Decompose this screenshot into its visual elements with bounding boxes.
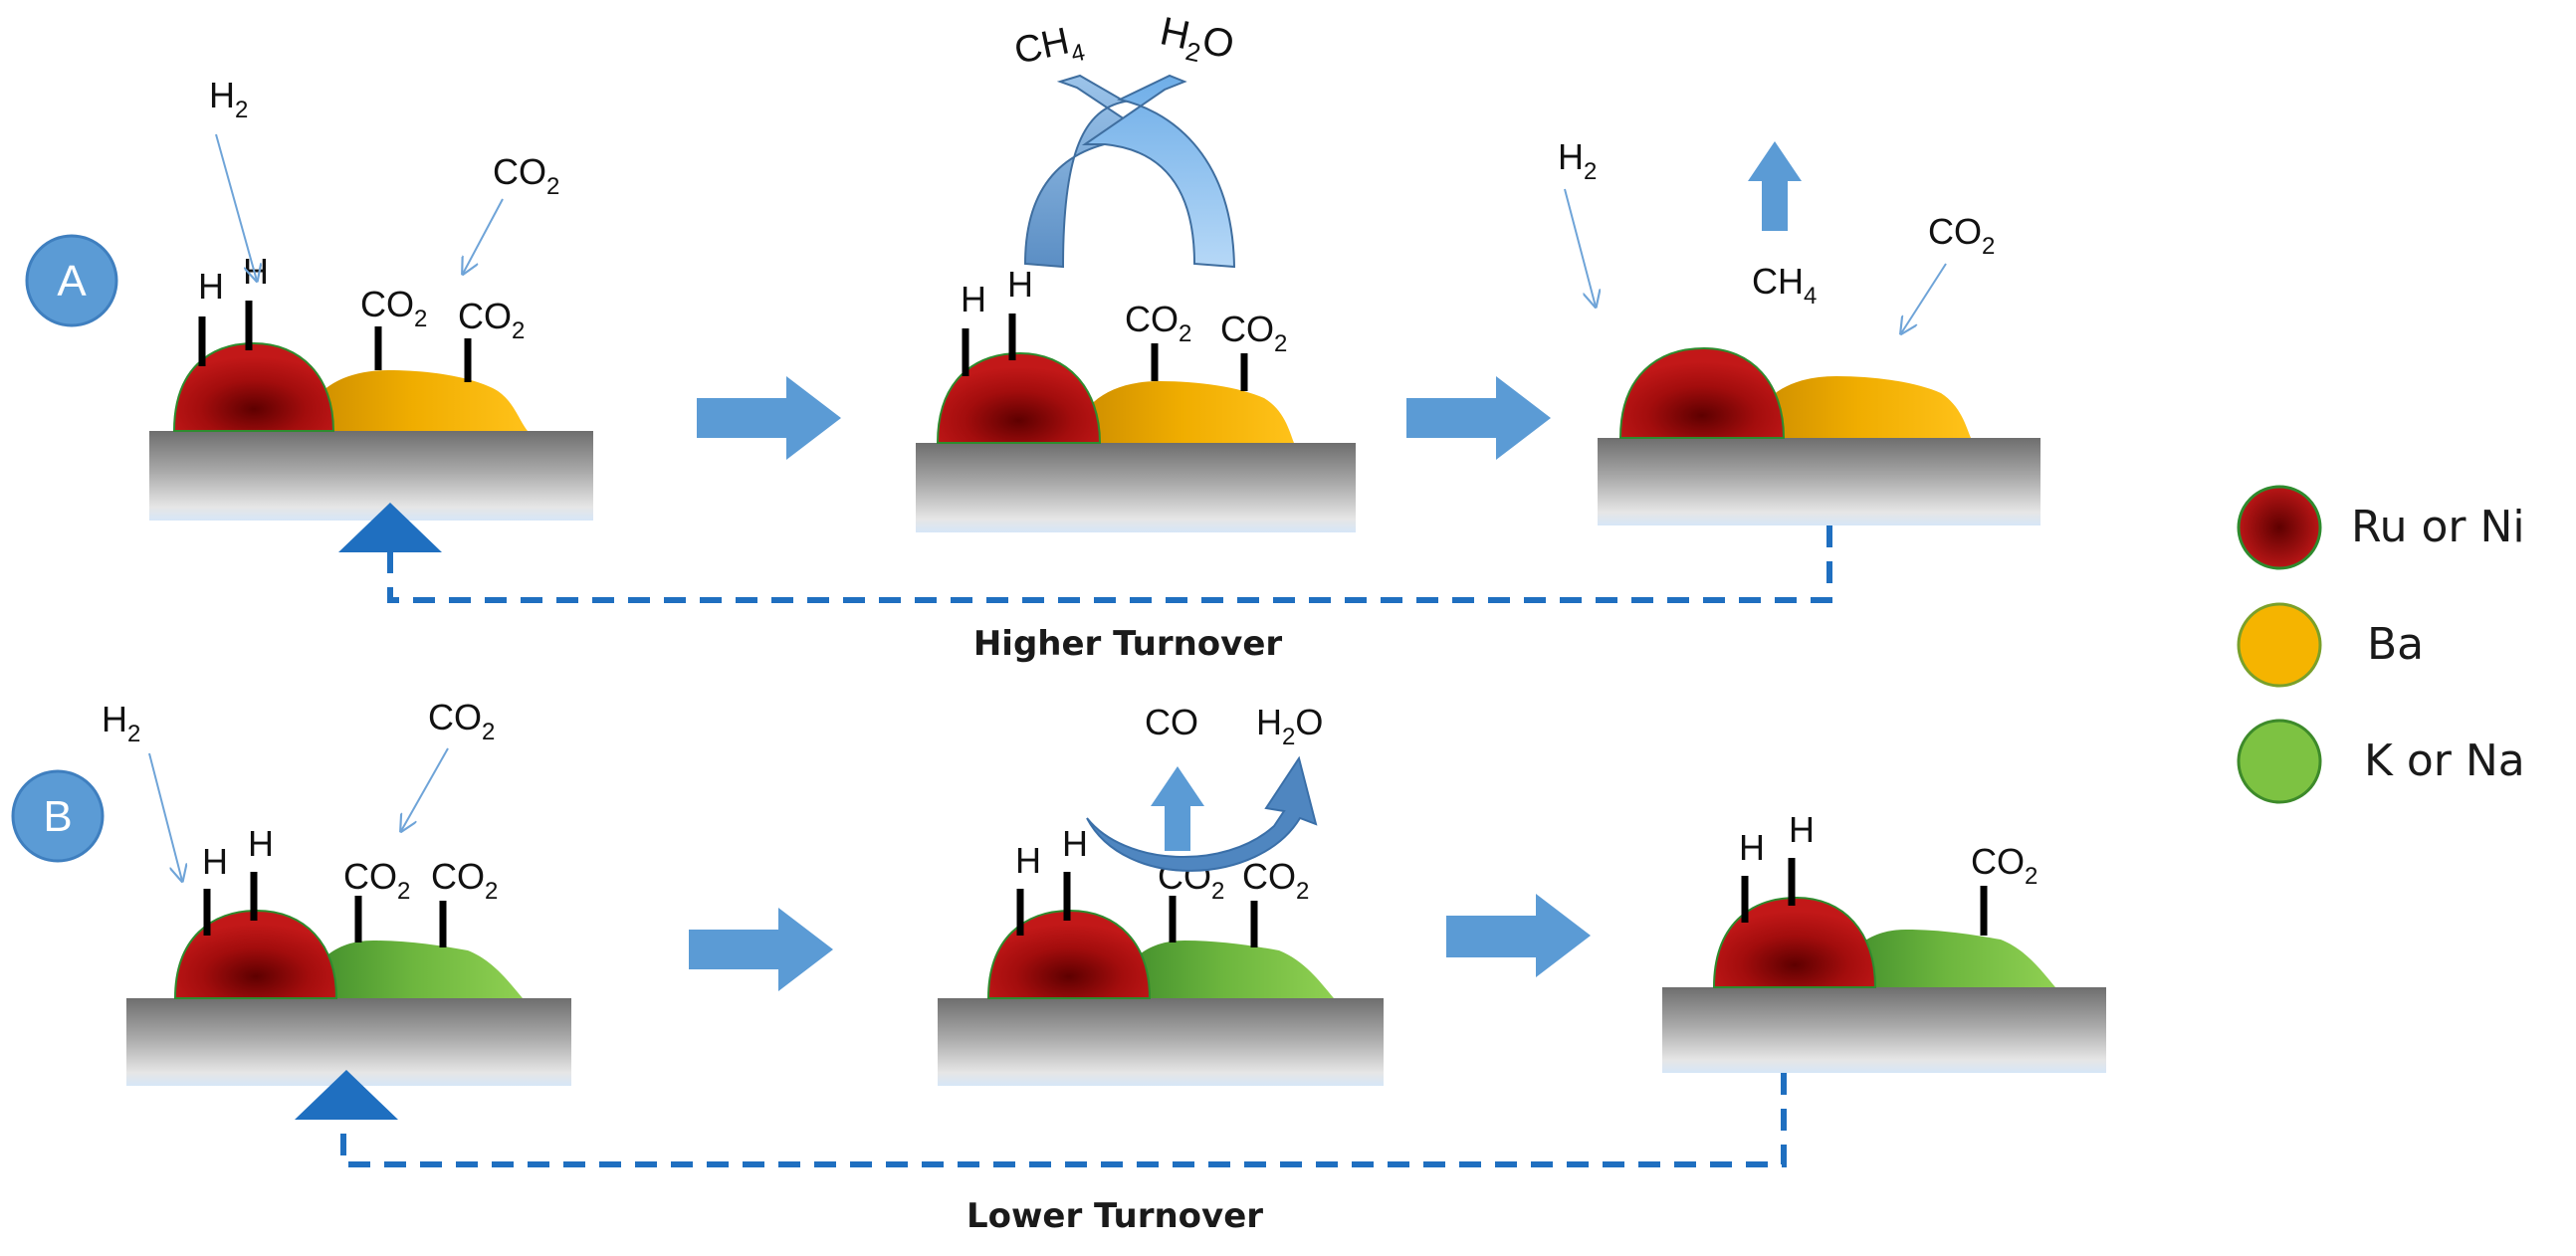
panel-b: B H H CO2 CO2 H2 CO2 bbox=[11, 697, 2106, 1236]
a-step3-catalyst bbox=[1598, 346, 2040, 525]
a-step3-gases: H2 CH4 CO2 bbox=[1558, 136, 1995, 333]
adsorbed-co2: CO2 bbox=[1971, 841, 2038, 890]
h2-gas-label: H2 bbox=[1558, 136, 1597, 185]
support-surface bbox=[1662, 987, 2106, 1073]
h2-gas-label: H2 bbox=[209, 75, 248, 123]
a-step1-catalyst: H H CO2 CO2 bbox=[149, 251, 593, 521]
metal-particle bbox=[936, 351, 1102, 444]
adsorbed-h: H bbox=[243, 251, 269, 292]
metal-particle bbox=[1712, 896, 1877, 988]
k-promoter-particle bbox=[1115, 941, 1334, 998]
curved-product-arrow bbox=[1081, 74, 1236, 269]
co2-gas-label: CO2 bbox=[493, 151, 559, 200]
legend-label: Ru or Ni bbox=[2351, 502, 2525, 552]
metal-particle bbox=[173, 909, 338, 999]
support-surface bbox=[938, 998, 1384, 1086]
b-step3-catalyst: H H CO2 bbox=[1662, 809, 2106, 1073]
ba-promoter-particle bbox=[1747, 376, 1971, 438]
adsorbed-co2: CO2 bbox=[1125, 299, 1191, 347]
reaction-step-arrow bbox=[1406, 376, 1551, 460]
adsorbed-h: H bbox=[202, 841, 228, 882]
panel-a-badge-label: A bbox=[57, 257, 87, 306]
adsorbed-co2: CO2 bbox=[1242, 856, 1309, 905]
co2-gas-label: CO2 bbox=[1928, 211, 1995, 260]
b-product-arrows: CO H2O bbox=[1086, 702, 1323, 872]
co-product-label: CO bbox=[1145, 702, 1198, 742]
panel-b-caption: Lower Turnover bbox=[966, 1196, 1263, 1236]
ba-promoter-particle bbox=[1070, 381, 1294, 443]
a-step2-catalyst: H H CO2 CO2 bbox=[916, 264, 1356, 532]
adsorbed-co2: CO2 bbox=[431, 856, 498, 905]
adsorbed-h: H bbox=[961, 279, 986, 319]
panel-a: A H H CO2 CO2 H2 CO2 bbox=[25, 9, 2040, 664]
a-step1-gases: H2 CO2 bbox=[209, 75, 559, 281]
legend-label: Ba bbox=[2367, 619, 2424, 670]
b-regeneration-loop bbox=[295, 1070, 1787, 1167]
support-surface bbox=[1598, 438, 2040, 525]
ch4-release-label: CH4 bbox=[1752, 261, 1817, 310]
support-surface bbox=[916, 443, 1356, 532]
upward-feedback-arrowhead bbox=[338, 503, 442, 552]
adsorbed-h: H bbox=[1015, 840, 1041, 881]
ch4-product-label: CH4 bbox=[1010, 18, 1087, 80]
adsorbed-h: H bbox=[1007, 264, 1033, 305]
h2o-product-label: H2O bbox=[1256, 702, 1323, 750]
co2-gas-label: CO2 bbox=[428, 697, 495, 745]
reaction-step-arrow bbox=[1446, 894, 1591, 977]
panel-b-badge-label: B bbox=[43, 792, 72, 841]
support-surface bbox=[149, 431, 593, 521]
reaction-step-arrow bbox=[689, 908, 833, 991]
h2-gas-label: H2 bbox=[102, 699, 140, 747]
adsorbed-h: H bbox=[248, 823, 274, 864]
adsorbed-h: H bbox=[198, 266, 224, 307]
legend-label: K or Na bbox=[2364, 735, 2525, 786]
k-promoter-particle bbox=[1836, 930, 2055, 987]
curved-product-arrow bbox=[1086, 755, 1318, 872]
adsorbed-h: H bbox=[1062, 823, 1088, 864]
legend-item-ru-ni: Ru or Ni bbox=[2237, 485, 2525, 570]
support-surface bbox=[126, 998, 571, 1086]
adsorbed-h: H bbox=[1789, 809, 1815, 850]
upward-feedback-arrowhead bbox=[295, 1070, 398, 1120]
panel-a-badge: A bbox=[25, 234, 118, 327]
metal-particle bbox=[986, 909, 1152, 999]
legend-item-ba: Ba bbox=[2237, 602, 2424, 688]
adsorbed-co2: CO2 bbox=[458, 296, 525, 344]
h2o-product-label: H2O bbox=[1155, 9, 1237, 74]
adsorbed-co2: CO2 bbox=[360, 284, 427, 332]
a-regeneration-loop bbox=[338, 503, 1832, 603]
b-step1-gases: H2 CO2 bbox=[102, 697, 495, 881]
legend: Ru or Ni Ba K or Na bbox=[2237, 485, 2525, 804]
metal-particle bbox=[172, 341, 335, 432]
legend-item-k-na: K or Na bbox=[2237, 719, 2525, 804]
panel-a-caption: Higher Turnover bbox=[973, 624, 1283, 664]
adsorbed-co2: CO2 bbox=[1220, 309, 1287, 357]
k-promoter-particle bbox=[304, 941, 523, 998]
co-release-arrow bbox=[1151, 766, 1204, 851]
b-step1-catalyst: H H CO2 CO2 bbox=[126, 823, 571, 1086]
reaction-step-arrow bbox=[697, 376, 841, 460]
ch4-release-arrow bbox=[1748, 141, 1802, 231]
adsorbed-h: H bbox=[1739, 827, 1765, 868]
adsorbed-co2: CO2 bbox=[343, 856, 410, 905]
ba-promoter-particle bbox=[299, 370, 528, 431]
metal-particle bbox=[1618, 346, 1786, 439]
a-product-arrows: CH4 H2O bbox=[1010, 9, 1238, 269]
panel-b-badge: B bbox=[11, 769, 105, 863]
